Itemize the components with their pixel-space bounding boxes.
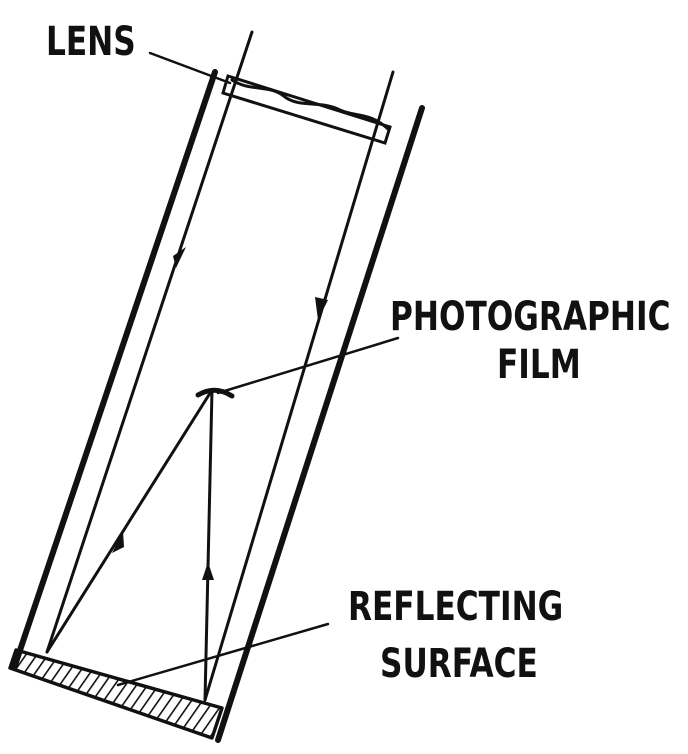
arrow-down-right [315, 297, 328, 320]
incoming-ray-left [45, 30, 254, 654]
label-surface-line2: SURFACE [380, 641, 538, 687]
tube-right-wall [215, 105, 425, 743]
leader-surface [116, 622, 330, 687]
tube-left-wall [11, 69, 218, 671]
leader-lens [148, 51, 232, 85]
label-surface-line1: REFLECTING [348, 584, 563, 630]
leader-film [216, 336, 400, 395]
reflected-ray-left [45, 388, 214, 654]
arrow-up-left [112, 531, 124, 553]
incoming-ray-right [203, 70, 395, 702]
label-lens: LENS [46, 19, 136, 65]
lens [221, 74, 392, 145]
arrow-up-right [202, 562, 214, 580]
label-film-line2: FILM [497, 342, 581, 388]
reflecting-surface [8, 648, 224, 740]
arrow-down-left [173, 247, 186, 268]
label-film-line1: PHOTOGRAPHIC [390, 294, 670, 340]
photographic-film [195, 387, 235, 399]
reflected-ray-right [203, 388, 214, 702]
lens-torn-edge [230, 78, 390, 131]
